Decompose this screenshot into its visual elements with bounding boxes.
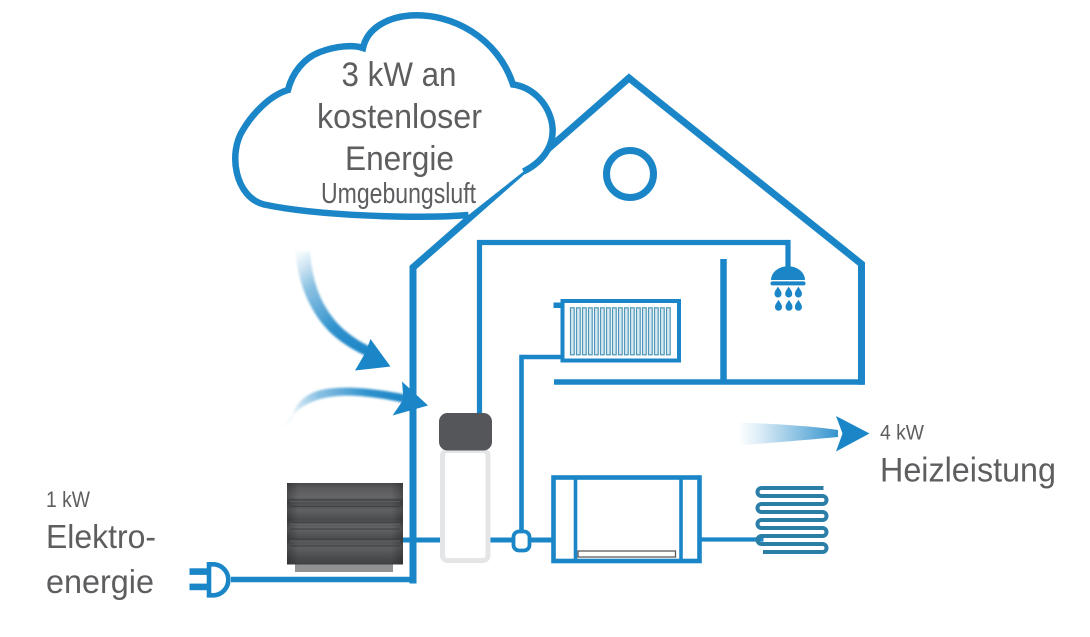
svg-text:energie: energie xyxy=(46,563,154,600)
svg-text:1 kW: 1 kW xyxy=(46,487,90,512)
svg-text:3 kW an: 3 kW an xyxy=(342,56,457,94)
svg-text:4 kW: 4 kW xyxy=(880,422,924,445)
svg-text:Elektro-: Elektro- xyxy=(46,518,156,555)
svg-text:Energie: Energie xyxy=(345,140,454,178)
svg-text:Heizleistung: Heizleistung xyxy=(880,452,1056,490)
svg-text:Umgebungsluft: Umgebungsluft xyxy=(321,178,476,210)
svg-text:kostenloser: kostenloser xyxy=(317,98,482,136)
